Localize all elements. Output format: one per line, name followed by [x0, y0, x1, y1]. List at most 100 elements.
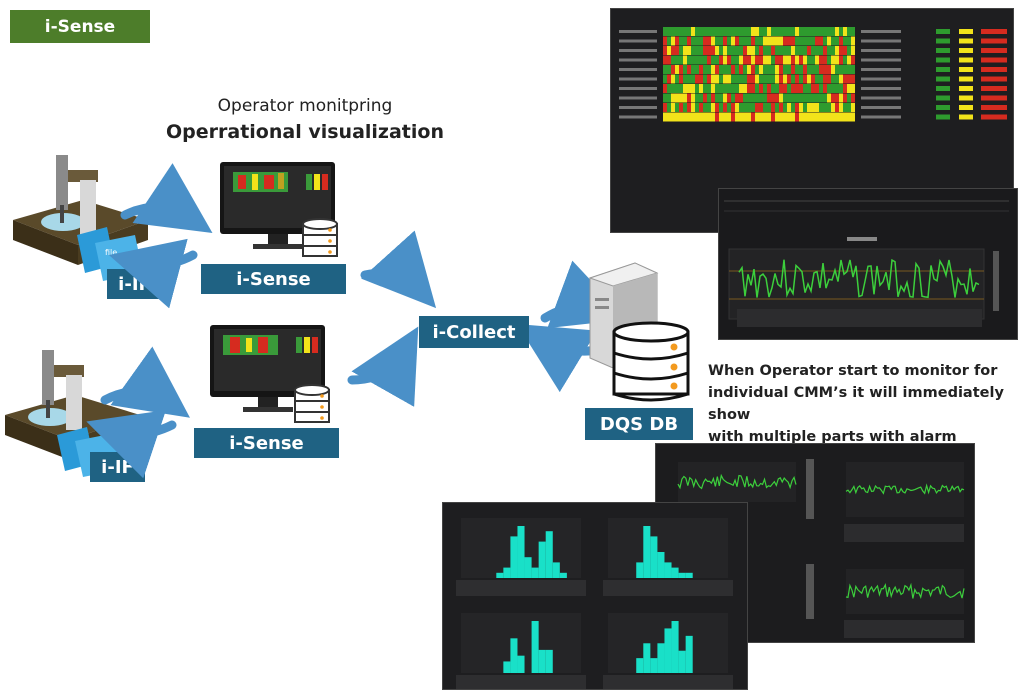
heatmap-cell [799, 36, 803, 46]
heatmap-cell [811, 27, 815, 36]
heatmap-cell [831, 46, 835, 55]
database-icon [612, 321, 690, 402]
heatmap-cell [699, 103, 703, 112]
heatmap-cell [803, 36, 807, 46]
heatmap-cell [727, 74, 731, 84]
heatmap-cell [731, 65, 735, 74]
heatmap-cell [815, 65, 819, 74]
heatmap-cell [847, 27, 851, 36]
heatmap-cell [811, 103, 815, 112]
heatmap-cell [835, 112, 839, 122]
heatmap-cell [779, 84, 783, 93]
histogram-bar [643, 526, 651, 578]
heatmap-cell [747, 36, 751, 46]
heatmap-cell [747, 84, 751, 93]
heatmap-cell [695, 93, 699, 103]
heatmap-cell [831, 103, 835, 112]
svg-text:file: file [105, 248, 117, 257]
heatmap-cell [735, 84, 739, 93]
histogram-bar [531, 621, 539, 673]
heatmap-cell [667, 74, 671, 84]
heatmap-cell [731, 112, 735, 122]
heatmap-cell [679, 46, 683, 55]
heatmap-cell [727, 112, 731, 122]
heatmap-cell [811, 93, 815, 103]
heatmap-cell [783, 55, 787, 65]
heatmap-cell [851, 112, 855, 122]
heatmap-cell [723, 55, 727, 65]
heatmap-cell [771, 27, 775, 36]
heatmap-cell [687, 103, 691, 112]
heatmap-cell [699, 46, 703, 55]
heatmap-cell [707, 46, 711, 55]
dqs-db-label: DQS DB [585, 408, 693, 440]
heatmap-cell [715, 74, 719, 84]
heatmap-cell [843, 46, 847, 55]
heatmap-cell [699, 65, 703, 74]
heatmap-cell [703, 93, 707, 103]
heatmap-cell [783, 36, 787, 46]
heatmap-cell [719, 55, 723, 65]
heatmap-cell [711, 55, 715, 65]
heatmap-cell [747, 27, 751, 36]
heatmap-cell [687, 55, 691, 65]
heatmap-cell [787, 27, 791, 36]
heatmap-cell [675, 36, 679, 46]
heatmap-cell [775, 112, 779, 122]
heatmap-cell [795, 55, 799, 65]
heatmap-cell [679, 93, 683, 103]
heatmap-cell [735, 46, 739, 55]
heatmap-cell [699, 55, 703, 65]
heatmap-cell [735, 74, 739, 84]
heatmap-cell [771, 112, 775, 122]
histogram-bar [657, 552, 665, 578]
heatmap-cell [691, 27, 695, 36]
heatmap-cell [727, 84, 731, 93]
trend-series [738, 258, 980, 299]
heatmap-cell [743, 93, 747, 103]
heatmap-cell [851, 27, 855, 36]
heatmap-cell [671, 93, 675, 103]
heatmap-cell [815, 27, 819, 36]
heatmap-cell [663, 112, 667, 122]
heatmap-cell [751, 55, 755, 65]
heatmap-cell [739, 74, 743, 84]
heatmap-cell [679, 103, 683, 112]
heatmap-cell [719, 36, 723, 46]
heatmap-cell [839, 103, 843, 112]
heatmap-cell [751, 46, 755, 55]
heatmap-cell [791, 65, 795, 74]
note-line-2: individual CMM’s it will immediately sho… [708, 385, 1004, 423]
histogram-bar [524, 557, 532, 578]
heatmap-cell [671, 84, 675, 93]
heatmap-cell [663, 65, 667, 74]
heatmap-cell [751, 36, 755, 46]
heatmap-cell [735, 103, 739, 112]
heatmap-cell [819, 27, 823, 36]
heatmap-cell [823, 27, 827, 36]
histogram-bar [685, 635, 693, 673]
heatmap-cell [703, 36, 707, 46]
heatmap-cell [731, 46, 735, 55]
heatmap-cell [755, 27, 759, 36]
heatmap-cell [719, 74, 723, 84]
heatmap-cell [763, 103, 767, 112]
heatmap-cell [739, 112, 743, 122]
heatmap-cell [735, 27, 739, 36]
heatmap-cell [707, 55, 711, 65]
histogram-bar [559, 572, 567, 578]
heatmap-cell [783, 27, 787, 36]
heatmap-cell [707, 27, 711, 36]
heatmap-cell [691, 84, 695, 93]
heatmap-cell [703, 84, 707, 93]
heatmap-cell [775, 65, 779, 74]
heatmap-cell [687, 93, 691, 103]
heatmap-cell [851, 65, 855, 74]
heatmap-cell [743, 65, 747, 74]
heatmap-cell [687, 84, 691, 93]
heatmap-cell [747, 112, 751, 122]
heatmap-cell [771, 46, 775, 55]
heatmap-cell [799, 103, 803, 112]
heatmap-cell [735, 36, 739, 46]
histogram-bar [531, 567, 539, 578]
